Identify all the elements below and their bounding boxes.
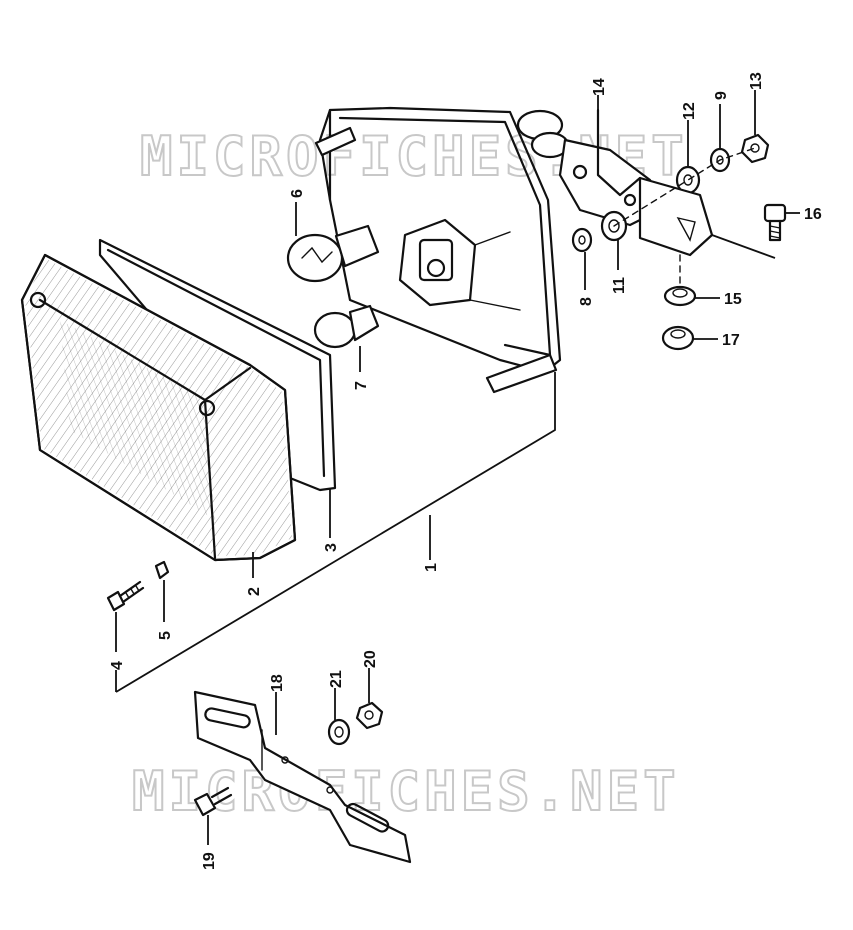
- callout-18: 18: [269, 674, 286, 692]
- watermark-bottom: MICROFICHES.NET: [132, 760, 680, 823]
- housing-part-1: [314, 106, 662, 394]
- callout-6: 6: [289, 189, 306, 198]
- callout-15: 15: [724, 291, 742, 308]
- callout-19: 19: [201, 852, 218, 870]
- bulb-part-6: [286, 224, 380, 283]
- callout-3: 3: [323, 543, 340, 552]
- callout-16: 16: [804, 206, 822, 223]
- nut-part-20: [355, 701, 384, 730]
- bulb-part-7: [313, 304, 380, 349]
- callout-1: 1: [423, 563, 440, 572]
- callout-21: 21: [328, 670, 345, 688]
- callout-12: 12: [681, 102, 698, 120]
- grommet-part-15: [663, 285, 697, 307]
- washer-part-12: [675, 165, 701, 195]
- callout-7: 7: [353, 381, 370, 390]
- lens-part-2: [20, 253, 297, 562]
- mounting-bracket: [638, 176, 714, 257]
- callout-17: 17: [722, 332, 740, 349]
- washer-part-8: [571, 227, 593, 253]
- screw-part-4: [106, 580, 145, 612]
- callout-11: 11: [611, 277, 628, 294]
- callout-13: 13: [748, 72, 765, 90]
- callout-2: 2: [246, 587, 263, 596]
- callout-labels: 1 2 3 4 5 6 7 8 9 11 12 13 14 15 16 17 1…: [109, 72, 822, 870]
- nut-part-13: [740, 133, 770, 164]
- bolt-part-19: [193, 786, 233, 817]
- callout-9: 9: [713, 91, 730, 100]
- callout-5: 5: [157, 631, 174, 640]
- gasket-part-3: [98, 238, 337, 492]
- callout-4: 4: [109, 661, 126, 670]
- callout-8: 8: [578, 297, 595, 306]
- license-bracket-part-18: [193, 690, 412, 864]
- leader-lines: [115, 90, 800, 845]
- bolt-part-16: [763, 203, 787, 242]
- nut-part-17: [661, 325, 695, 351]
- callout-14: 14: [591, 78, 608, 96]
- callout-20: 20: [362, 650, 379, 668]
- washer-part-21: [327, 718, 351, 746]
- nut-part-5: [154, 560, 170, 580]
